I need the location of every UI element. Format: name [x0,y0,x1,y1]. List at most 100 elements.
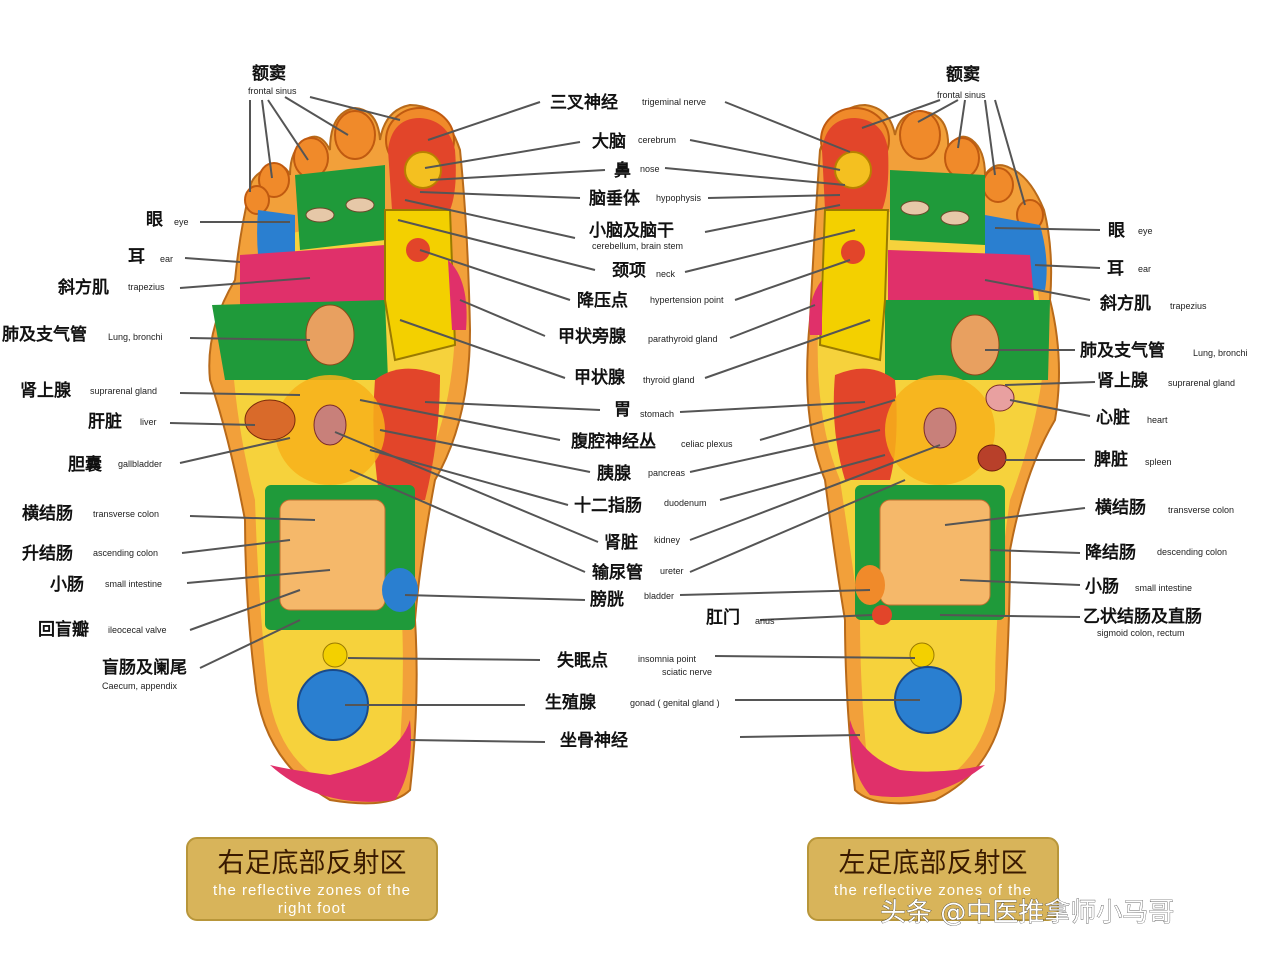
label-heart-zh: 心脏 [1096,407,1130,428]
label-bladder-en: bladder [644,591,674,601]
label-transverse-right-en: transverse colon [93,509,159,519]
shared-center-labels: 三叉神经 trigeminal nerve 大脑 cerebrum 鼻 nose… [545,92,733,751]
label-lung-left-en: Lung, bronchi [1193,348,1248,358]
label-adrenal-right-zh: 肾上腺 [20,380,72,401]
right-hypertension-dot [406,238,430,262]
right-sciatic-zone [270,720,411,802]
label-small-right-en: small intestine [105,579,162,589]
left-stomach-zone [833,368,897,480]
left-toe-4 [982,167,1014,203]
label-insomnia-zh: 失眠点 [557,650,608,671]
label-frontal-sinus-left-en: frontal sinus [937,90,986,100]
right-toe-5 [244,185,270,215]
right-lung-icon [305,304,355,366]
label-gonad-zh: 生殖腺 [545,692,597,713]
label-ear-right-zh: 耳 [128,247,145,267]
label-frontal-sinus-left-zh: 额窦 [946,64,980,85]
label-duodenum-en: duodenum [664,498,707,508]
label-liver-zh: 肝脏 [88,411,122,432]
left-foot-title: 左足底部反射区 the reflective zones of the [807,837,1059,921]
left-anus-dot [872,605,892,625]
label-transverse-left-en: transverse colon [1168,505,1234,515]
label-anus-en: anus [755,616,775,626]
right-foot-labels: 额窦 frontal sinus 眼 eye 耳 ear 斜方肌 trapezi… [2,63,297,691]
right-kidney-icon [313,404,347,446]
label-gallbladder-zh: 胆囊 [68,454,102,475]
right-title-box [186,837,438,921]
right-foot [208,103,472,805]
right-eye-2 [345,197,375,213]
left-kidney-icon [923,407,957,449]
label-trapezius-left-en: trapezius [1170,301,1207,311]
label-ascending-en: ascending colon [93,548,158,558]
label-trigeminal-en: trigeminal nerve [642,97,706,107]
label-thyroid-zh: 甲状腺 [574,367,626,388]
label-nose-zh: 鼻 [614,160,631,181]
left-sciatic-zone [849,720,985,797]
left-brain-icon [834,151,872,189]
label-transverse-left-zh: 横结肠 [1095,497,1146,518]
left-hypertension-dot [841,240,865,264]
left-title-en1: the reflective zones of the [834,882,1032,899]
left-title-box [807,837,1059,921]
label-caecum-zh: 盲肠及阑尾 [102,657,187,678]
label-stomach-en: stomach [640,409,674,419]
right-brain-icon [404,151,442,189]
label-hypertension-en: hypertension point [650,295,724,305]
right-eye-zone [295,165,385,250]
left-spleen-icon [977,444,1007,472]
left-eye-zone [890,170,985,245]
label-celiac-en: celiac plexus [681,439,733,449]
label-eye-right-zh: 眼 [146,210,163,230]
label-ear-left-en: ear [1138,264,1151,274]
left-lung-icon [950,314,1000,376]
label-neck-zh: 颈项 [612,261,646,281]
label-trigeminal-zh: 三叉神经 [550,92,618,113]
label-eye-left-en: eye [1138,226,1153,236]
left-eye-1 [900,200,930,216]
label-small-right-zh: 小肠 [50,575,84,595]
label-adrenal-left-zh: 肾上腺 [1097,370,1149,391]
label-sigmoid-en: sigmoid colon, rectum [1097,628,1185,638]
label-pancreas-zh: 胰腺 [597,463,632,484]
label-nose-en: nose [640,164,660,174]
label-kidney-en: kidney [654,535,681,545]
label-frontal-sinus-right-en: frontal sinus [248,86,297,96]
label-insomnia-en2: sciatic nerve [662,667,712,677]
left-small-intestine [879,499,991,606]
label-ureter-zh: 输尿管 [592,562,643,583]
label-trapezius-left-zh: 斜方肌 [1099,293,1151,314]
left-title-zh: 左足底部反射区 [839,848,1028,879]
label-anus-zh: 肛门 [706,607,740,628]
left-heart-icon [985,384,1015,412]
label-spleen-zh: 脾脏 [1094,449,1128,470]
label-heart-en: heart [1147,415,1168,425]
label-eye-left-zh: 眼 [1108,221,1125,241]
label-hypophysis-zh: 脑垂体 [589,188,641,209]
right-insomnia-dot [322,642,348,668]
label-sigmoid-zh: 乙状结肠及直肠 [1083,606,1202,627]
left-parathyroid-zone [809,280,822,335]
left-insomnia-dot [909,642,935,668]
label-descending-en: descending colon [1157,547,1227,557]
label-cerebrum-en: cerebrum [638,135,676,145]
label-kidney-zh: 肾脏 [604,532,638,553]
right-bladder-icon [382,568,418,612]
label-trapezius-right-en: trapezius [128,282,165,292]
right-eye-1 [305,207,335,223]
label-ureter-en: ureter [660,566,684,576]
label-hypertension-zh: 降压点 [577,290,628,311]
left-trapezius-zone [888,250,1035,310]
leader-lines [169,96,1101,743]
label-ascending-zh: 升结肠 [22,543,73,564]
left-toe-3 [944,137,980,179]
right-trapezius-zone [240,245,385,310]
label-duodenum-zh: 十二指肠 [574,495,642,516]
label-celiac-zh: 腹腔神经丛 [571,431,656,452]
label-cerebellum-zh: 小脑及脑干 [589,220,674,241]
label-insomnia-en: insomnia point [638,654,697,664]
label-stomach-zh: 胃 [614,400,631,420]
label-lung-left-zh: 肺及支气管 [1080,340,1165,361]
label-cerebellum-en: cerebellum, brain stem [592,241,683,251]
